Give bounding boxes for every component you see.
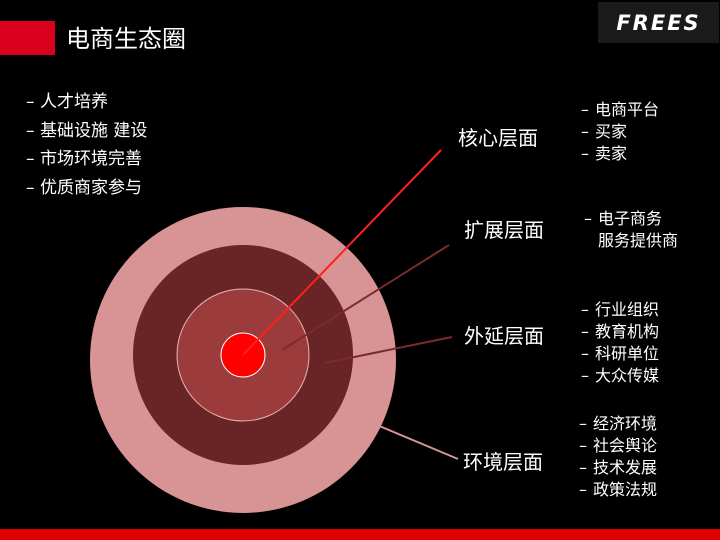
list-item: –政策法规 <box>579 480 658 499</box>
list-item: –人才培养 <box>26 92 108 112</box>
core-items-list: –电商平台 –买家 –卖家 <box>581 99 659 165</box>
list-item: –电子商务 <box>584 209 663 228</box>
list-item: –行业组织 <box>581 300 660 319</box>
title-accent-bar <box>0 21 55 55</box>
left-bullet-list: –人才培养 –基础设施 建设 –市场环境完善 –优质商家参与 <box>26 88 147 202</box>
page-title: 电商生态圈 <box>66 25 186 53</box>
brand-logo: FREES <box>598 2 719 43</box>
list-item: –电商平台 <box>581 100 660 119</box>
list-item: –经济环境 <box>579 414 658 433</box>
leader-line-expansion <box>281 244 450 351</box>
logo-text: FREES <box>616 10 701 35</box>
list-item: –社会舆论 <box>579 436 658 455</box>
environment-items-list: –经济环境 –社会舆论 –技术发展 –政策法规 <box>579 413 657 501</box>
list-item: –优质商家参与 <box>26 177 142 198</box>
leader-line-extension <box>324 336 453 364</box>
leader-line-core <box>242 149 442 356</box>
level-label-expansion: 扩展层面 <box>464 218 544 242</box>
level-label-environment: 环境层面 <box>463 450 543 474</box>
list-item: –买家 <box>581 122 628 141</box>
list-item: –技术发展 <box>579 458 658 477</box>
list-item: –市场环境完善 <box>26 149 142 169</box>
list-item: –科研单位 <box>581 344 660 363</box>
extension-items-list: –行业组织 –教育机构 –科研单位 –大众传媒 <box>581 299 659 387</box>
list-item: –卖家 <box>581 144 628 163</box>
list-item: –基础设施 建设 <box>26 120 148 141</box>
level-label-extension: 外延层面 <box>464 324 544 348</box>
expansion-items-list: –电子商务 服务提供商 <box>584 208 678 252</box>
bottom-accent-bar <box>0 529 720 540</box>
list-item: 服务提供商 <box>598 231 679 250</box>
level-label-core: 核心层面 <box>458 126 538 150</box>
list-item: –大众传媒 <box>581 366 660 385</box>
leader-line-environment <box>364 419 459 460</box>
list-item: –教育机构 <box>581 322 660 341</box>
